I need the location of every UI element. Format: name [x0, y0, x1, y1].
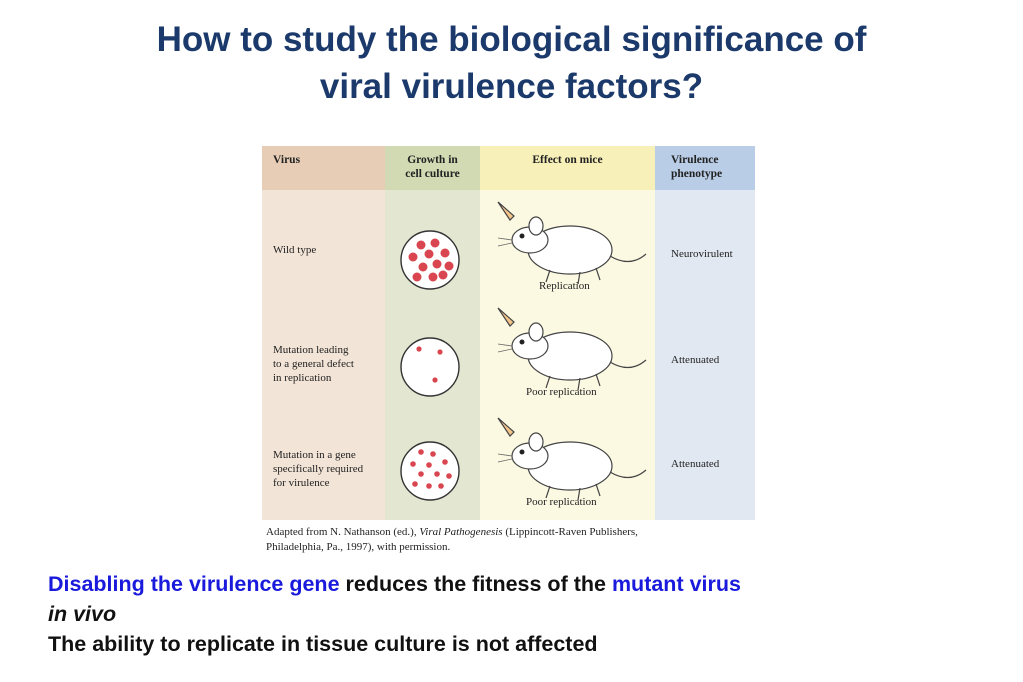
virus-column — [262, 146, 385, 520]
header-virus: Virus — [262, 146, 385, 190]
culture-dish-wild-type — [400, 230, 460, 290]
body-line-2: The ability to replicate in tissue cultu… — [48, 632, 598, 656]
row-3-phenotype: Attenuated — [671, 458, 720, 470]
row-1-phenotype: Neurovirulent — [671, 248, 733, 260]
row-3-virus-label: Mutation in a gene specifically required… — [273, 449, 364, 489]
virulence-column — [655, 146, 755, 520]
body-line-in-vivo: in vivo — [48, 602, 117, 626]
culture-dish-virulence-mutant — [400, 441, 460, 501]
mouse-illustration-2 — [497, 307, 647, 391]
slide-body-text: Disabling the virulence gene reduces the… — [48, 569, 978, 659]
row-2-effect-caption: Poor replication — [526, 386, 597, 398]
title-line-2: viral virulence factors? — [319, 67, 704, 106]
row-1-virus-label: Wild type — [273, 244, 317, 256]
header-effect: Effect on mice — [480, 146, 655, 190]
culture-dish-general-defect — [400, 337, 460, 397]
highlight-disabling-virulence-gene: Disabling the virulence gene — [48, 572, 340, 596]
row-1-effect-caption: Replication — [539, 280, 590, 292]
highlight-mutant-virus: mutant virus — [611, 572, 741, 596]
figure-credit: Adapted from N. Nathanson (ed.), Viral P… — [266, 526, 638, 553]
slide-title: How to study the biological significance… — [0, 16, 1023, 110]
row-3-effect-caption: Poor replication — [526, 496, 597, 508]
mouse-illustration-1 — [497, 201, 647, 285]
body-line-1: Disabling the virulence gene reduces the… — [48, 572, 741, 596]
title-line-1: How to study the biological significance… — [156, 20, 867, 59]
row-2-virus-label: Mutation leading to a general defect in … — [273, 344, 354, 384]
mouse-illustration-3 — [497, 417, 647, 501]
row-2-phenotype: Attenuated — [671, 354, 720, 366]
